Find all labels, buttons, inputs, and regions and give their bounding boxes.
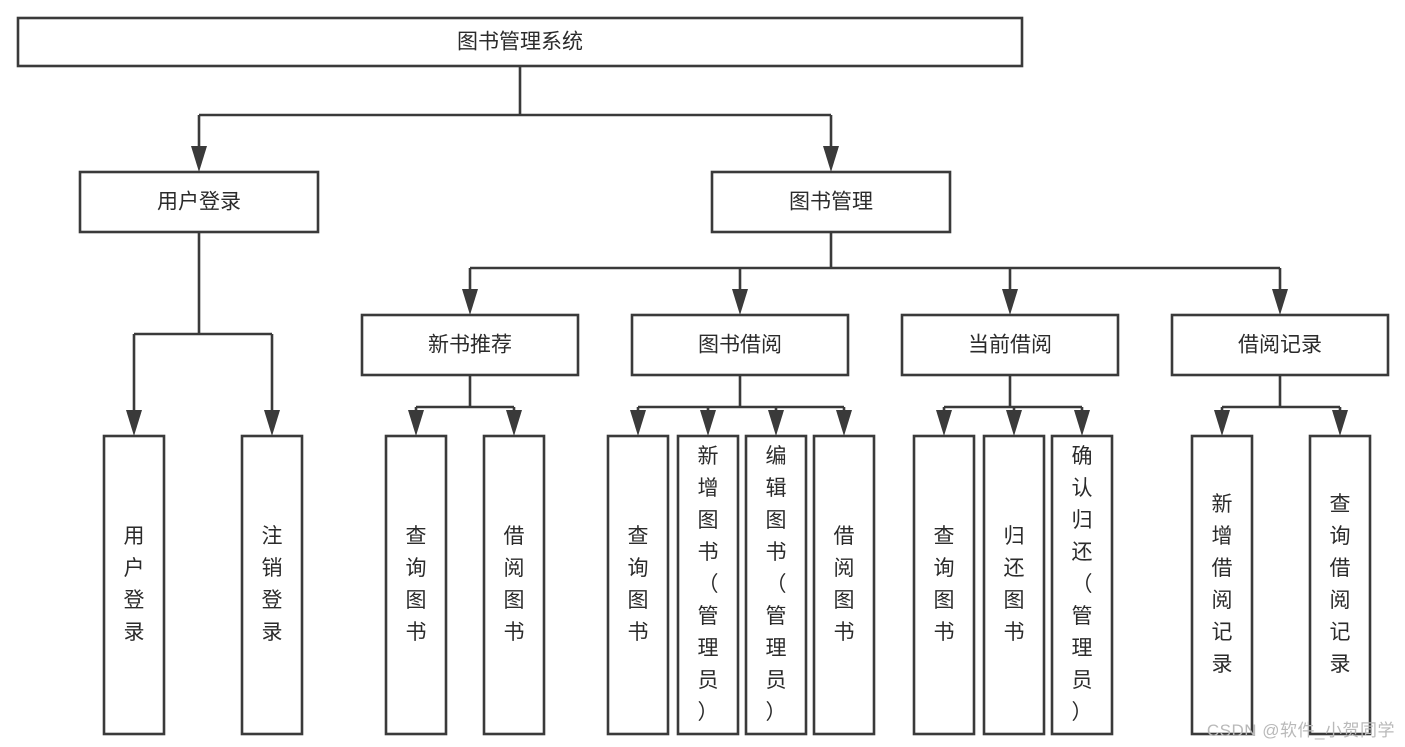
node-box-leaf-borrow-book-recommend[interactable] bbox=[482, 434, 546, 736]
node-label-root: 图书管理系统 bbox=[457, 31, 583, 54]
node-box-borrow-records[interactable] bbox=[1170, 313, 1390, 377]
node-box-user-login[interactable] bbox=[78, 170, 320, 234]
connector-root-to-level1 bbox=[191, 66, 839, 172]
node-label-new-book-recommend: 新书推荐 bbox=[428, 334, 512, 357]
node-box-root[interactable] bbox=[16, 16, 1024, 68]
module-node[interactable]: 用户登录 bbox=[78, 170, 320, 234]
node-label-leaf-query-book-borrow: 查询图书 bbox=[628, 525, 649, 644]
function-node[interactable]: 查询图书 bbox=[606, 434, 670, 736]
node-label-leaf-add-book: 新增图书（管理员） bbox=[698, 445, 719, 724]
node-label-leaf-add-borrow-record: 新增借阅记录 bbox=[1212, 493, 1233, 676]
function-node[interactable]: 新增借阅记录 bbox=[1190, 434, 1254, 736]
function-node[interactable]: 注销登录 bbox=[240, 434, 304, 736]
node-label-leaf-edit-book: 编辑图书（管理员） bbox=[766, 445, 787, 724]
node-box-leaf-return-book[interactable] bbox=[982, 434, 1046, 736]
node-label-leaf-query-book-recommend: 查询图书 bbox=[406, 525, 427, 644]
node-box-leaf-user-login[interactable] bbox=[102, 434, 166, 736]
submodule-node[interactable]: 当前借阅 bbox=[900, 313, 1120, 377]
function-node[interactable]: 编辑图书（管理员） bbox=[744, 434, 808, 736]
node-box-current-borrow[interactable] bbox=[900, 313, 1120, 377]
node-box-leaf-query-borrow-record[interactable] bbox=[1308, 434, 1372, 736]
node-label-book-borrow: 图书借阅 bbox=[698, 334, 782, 357]
connector-new-book-recommend-to-leaves bbox=[408, 375, 522, 436]
node-label-leaf-borrow-book: 借阅图书 bbox=[834, 525, 855, 644]
connector-current-borrow-to-leaves bbox=[936, 375, 1090, 436]
module-node[interactable]: 图书管理 bbox=[710, 170, 952, 234]
node-box-leaf-query-book-recommend[interactable] bbox=[384, 434, 448, 736]
function-node[interactable]: 确认归还（管理员） bbox=[1050, 434, 1114, 736]
node-box-new-book-recommend[interactable] bbox=[360, 313, 580, 377]
node-label-borrow-records: 借阅记录 bbox=[1238, 334, 1322, 357]
submodule-node[interactable]: 图书借阅 bbox=[630, 313, 850, 377]
submodule-node[interactable]: 新书推荐 bbox=[360, 313, 580, 377]
connector-book-borrow-to-leaves bbox=[630, 375, 852, 436]
node-box-leaf-edit-book[interactable] bbox=[744, 434, 808, 736]
function-node[interactable]: 归还图书 bbox=[982, 434, 1046, 736]
node-label-leaf-borrow-book-recommend: 借阅图书 bbox=[504, 525, 525, 644]
node-label-user-login: 用户登录 bbox=[157, 191, 241, 214]
node-box-leaf-confirm-return[interactable] bbox=[1050, 434, 1114, 736]
function-node[interactable]: 查询图书 bbox=[384, 434, 448, 736]
node-label-leaf-return-book: 归还图书 bbox=[1004, 525, 1025, 644]
node-label-book-management: 图书管理 bbox=[789, 191, 873, 214]
submodule-node[interactable]: 借阅记录 bbox=[1170, 313, 1390, 377]
connector-book-management-to-level2 bbox=[462, 232, 1288, 315]
node-box-leaf-query-book-current[interactable] bbox=[912, 434, 976, 736]
node-box-book-borrow[interactable] bbox=[630, 313, 850, 377]
node-box-leaf-logout[interactable] bbox=[240, 434, 304, 736]
node-box-leaf-add-borrow-record[interactable] bbox=[1190, 434, 1254, 736]
node-box-leaf-query-book-borrow[interactable] bbox=[606, 434, 670, 736]
function-node[interactable]: 借阅图书 bbox=[812, 434, 876, 736]
node-label-leaf-query-borrow-record: 查询借阅记录 bbox=[1330, 493, 1351, 676]
function-node[interactable]: 新增图书（管理员） bbox=[676, 434, 740, 736]
node-label-leaf-user-login: 用户登录 bbox=[124, 525, 145, 644]
function-node[interactable]: 查询借阅记录 bbox=[1308, 434, 1372, 736]
root-node[interactable]: 图书管理系统 bbox=[16, 16, 1024, 68]
function-node[interactable]: 用户登录 bbox=[102, 434, 166, 736]
function-node[interactable]: 借阅图书 bbox=[482, 434, 546, 736]
node-box-leaf-borrow-book[interactable] bbox=[812, 434, 876, 736]
connector-borrow-records-to-leaves bbox=[1214, 375, 1348, 436]
node-label-leaf-confirm-return: 确认归还（管理员） bbox=[1072, 445, 1093, 724]
csdn-watermark: CSDN @软件_小贺同学 bbox=[1206, 721, 1395, 740]
node-box-leaf-add-book[interactable] bbox=[676, 434, 740, 736]
node-box-book-management[interactable] bbox=[710, 170, 952, 234]
node-layer: 图书管理系统用户登录图书管理新书推荐图书借阅当前借阅借阅记录用户登录注销登录查询… bbox=[16, 16, 1390, 736]
connector-user-login-to-leaves bbox=[126, 232, 280, 436]
connector-layer bbox=[126, 66, 1348, 436]
node-label-leaf-query-book-current: 查询图书 bbox=[934, 525, 955, 644]
function-node[interactable]: 查询图书 bbox=[912, 434, 976, 736]
node-label-leaf-logout: 注销登录 bbox=[262, 525, 283, 644]
node-label-current-borrow: 当前借阅 bbox=[968, 334, 1052, 357]
